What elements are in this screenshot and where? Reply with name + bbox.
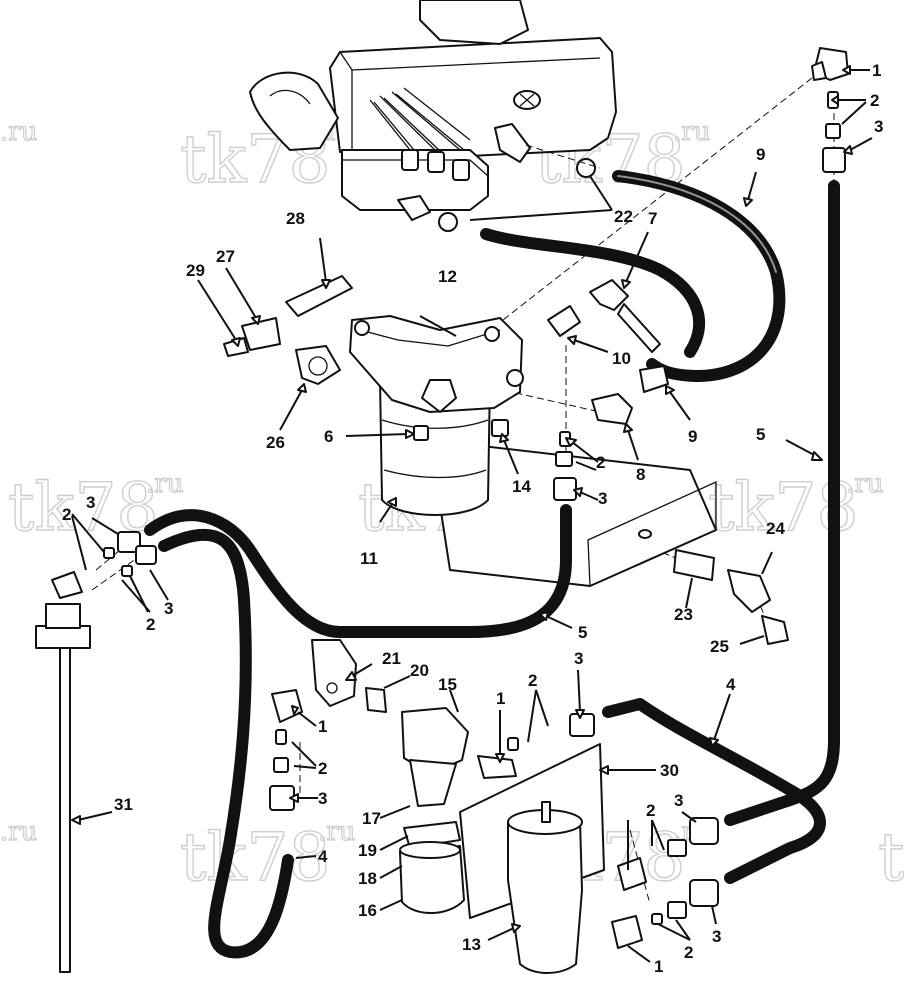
callout-1b: 1 [496, 689, 505, 708]
callout-4: 4 [726, 675, 736, 694]
watermark-suffix: .ru [673, 117, 710, 147]
primary-fuel-filter [349, 315, 524, 516]
callout-labels: 1 2 3 9 22 7 12 28 27 29 10 26 6 9 8 5 2… [62, 61, 883, 976]
watermark-suffix: .ru [318, 817, 355, 847]
callout-2f: 2 [318, 759, 327, 778]
callout-18: 18 [358, 869, 377, 888]
callout-16: 16 [358, 901, 377, 920]
callout-14: 14 [512, 477, 531, 496]
callout-2d: 2 [146, 615, 155, 634]
callout-17: 17 [362, 809, 381, 828]
callout-1d: 1 [654, 957, 663, 976]
watermark: tk78 [878, 819, 904, 896]
callout-23: 23 [674, 605, 693, 624]
callout-9: 9 [756, 145, 765, 164]
filter-fittings [413, 279, 669, 501]
water-separator [269, 639, 469, 915]
callout-29: 29 [186, 261, 205, 280]
callout-6: 6 [324, 427, 333, 446]
fuel-tank [429, 439, 717, 587]
callout-2e: 2 [528, 671, 537, 690]
callout-31: 31 [114, 795, 133, 814]
callout-9b: 9 [688, 427, 697, 446]
engine-block [249, 0, 617, 232]
callout-3: 3 [874, 117, 883, 136]
callout-15: 15 [438, 675, 457, 694]
fuel-sender-unit [35, 531, 157, 973]
callout-24: 24 [766, 519, 785, 538]
callout-3e: 3 [574, 649, 583, 668]
callout-2: 2 [870, 91, 879, 110]
callout-8: 8 [636, 465, 645, 484]
callout-10: 10 [612, 349, 631, 368]
callout-5: 5 [756, 425, 765, 444]
callout-20: 20 [410, 661, 429, 680]
callout-12: 12 [438, 267, 457, 286]
callout-1c: 1 [318, 717, 327, 736]
callout-11: 11 [360, 549, 378, 568]
watermark-suffix: .ru [146, 469, 183, 499]
callout-2b: 2 [596, 453, 605, 472]
watermark-suffix: .ru [0, 117, 37, 147]
callout-2c: 2 [62, 505, 71, 524]
top-right-fittings [811, 47, 849, 173]
callout-3b: 3 [598, 489, 607, 508]
callout-4b: 4 [318, 847, 328, 866]
callout-3g: 3 [674, 791, 683, 810]
leader-lines [71, 65, 873, 963]
callout-25: 25 [710, 637, 729, 656]
callout-2h: 2 [684, 943, 693, 962]
electric-fuel-pump [459, 713, 719, 974]
callout-7: 7 [648, 209, 657, 228]
callout-5b: 5 [578, 623, 587, 642]
callout-3c: 3 [86, 493, 95, 512]
callout-21: 21 [382, 649, 401, 668]
left-upper-fittings [223, 275, 353, 385]
callout-3h: 3 [712, 927, 721, 946]
tank-drain-fittings [673, 549, 789, 645]
callout-13: 13 [462, 935, 481, 954]
callout-3f: 3 [318, 789, 327, 808]
callout-2g: 2 [646, 801, 655, 820]
callout-27: 27 [216, 247, 235, 266]
watermark-suffix: .ru [846, 469, 883, 499]
callout-19: 19 [358, 841, 377, 860]
callout-28: 28 [286, 209, 305, 228]
callout-30: 30 [660, 761, 679, 780]
callout-26: 26 [266, 433, 285, 452]
watermark-suffix: .ru [0, 817, 37, 847]
callout-1: 1 [872, 61, 881, 80]
callout-3d: 3 [164, 599, 173, 618]
callout-22: 22 [614, 207, 633, 226]
